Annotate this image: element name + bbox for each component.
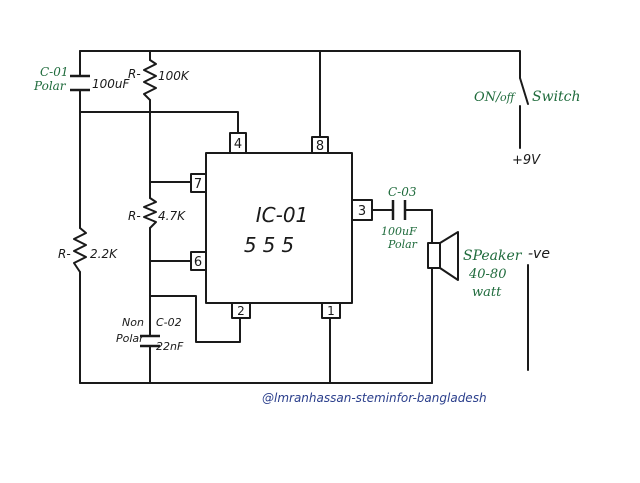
resistor-2k2: R- 2.2K — [58, 227, 118, 273]
capacitor-c01: C-01 Polar 100uF — [33, 65, 131, 93]
speaker-watt: watt — [472, 285, 502, 300]
ic-pin-8-box — [311, 136, 329, 154]
r47k-ref: R- — [128, 209, 141, 223]
power-switch: ON/ off Switch +9V — [474, 77, 581, 168]
ic-pin-3-box — [351, 199, 373, 221]
c02-type1: Non — [122, 316, 144, 329]
ic-pin-7-box — [190, 173, 207, 193]
resistor-100k: R- 100K — [128, 59, 190, 101]
ic-pin-2-label: 2 — [237, 304, 245, 318]
ic-pin-4-box — [229, 132, 247, 154]
r22k-value: 2.2K — [90, 247, 118, 261]
c01-value: 100uF — [92, 77, 131, 91]
r47k-value: 4.7K — [158, 209, 186, 223]
ic-pin-4-label: 4 — [234, 137, 242, 152]
r100k-zigzag — [143, 59, 157, 101]
ic-pin-2-box — [231, 302, 251, 319]
speaker: SPeaker 40-80 watt -ve — [427, 231, 550, 300]
ic-part: 555 — [244, 233, 300, 257]
speaker-label: SPeaker — [463, 248, 523, 264]
switch-label-off: off — [500, 91, 517, 104]
r100k-ref: R- — [128, 67, 141, 81]
ic-body — [205, 152, 353, 304]
ic-pin-7-label: 7 — [194, 177, 202, 192]
wires — [79, 50, 529, 384]
r100k-value: 100K — [158, 69, 190, 83]
capacitor-c02: Non Polar C-02 22nF — [116, 295, 184, 353]
speaker-neg: -ve — [528, 246, 550, 262]
capacitor-c03: C-03 100uF Polar — [381, 185, 418, 251]
r22k-zigzag — [73, 227, 87, 273]
switch-lever — [519, 77, 529, 105]
r47k-zigzag — [143, 197, 157, 229]
speaker-cone — [439, 231, 459, 281]
supply-label: +9V — [512, 153, 541, 168]
switch-label: Switch — [532, 89, 581, 105]
ic-pin-1-label: 1 — [327, 304, 335, 318]
ic-pin-1-box — [321, 302, 341, 319]
switch-label-on: ON/ — [474, 90, 502, 105]
resistor-4k7: R- 4.7K — [128, 197, 186, 229]
c03-type: Polar — [387, 238, 418, 251]
speaker-rating: 40-80 — [468, 267, 506, 282]
ic-pin-8-label: 8 — [316, 139, 324, 154]
c02-type2: Polar — [116, 332, 145, 345]
c03-value: 100uF — [381, 225, 417, 238]
c02-ref: C-02 — [156, 316, 182, 329]
speaker-magnet — [427, 242, 441, 269]
author-credit: @lmranhassan-steminfor-bangladesh — [262, 391, 487, 405]
c01-ref: C-01 — [40, 65, 69, 79]
ic-name: IC-01 — [256, 203, 309, 227]
c01-type: Polar — [33, 79, 67, 93]
c03-ref: C-03 — [388, 185, 417, 199]
ic-pin-6-box — [190, 251, 207, 271]
c02-value: 22nF — [156, 340, 184, 353]
r22k-ref: R- — [58, 247, 71, 261]
ic-555: 4 8 7 6 3 2 1 IC-01 555 — [190, 132, 373, 319]
ic-pin-3-label: 3 — [358, 204, 366, 219]
ic-pin-6-label: 6 — [194, 255, 202, 270]
